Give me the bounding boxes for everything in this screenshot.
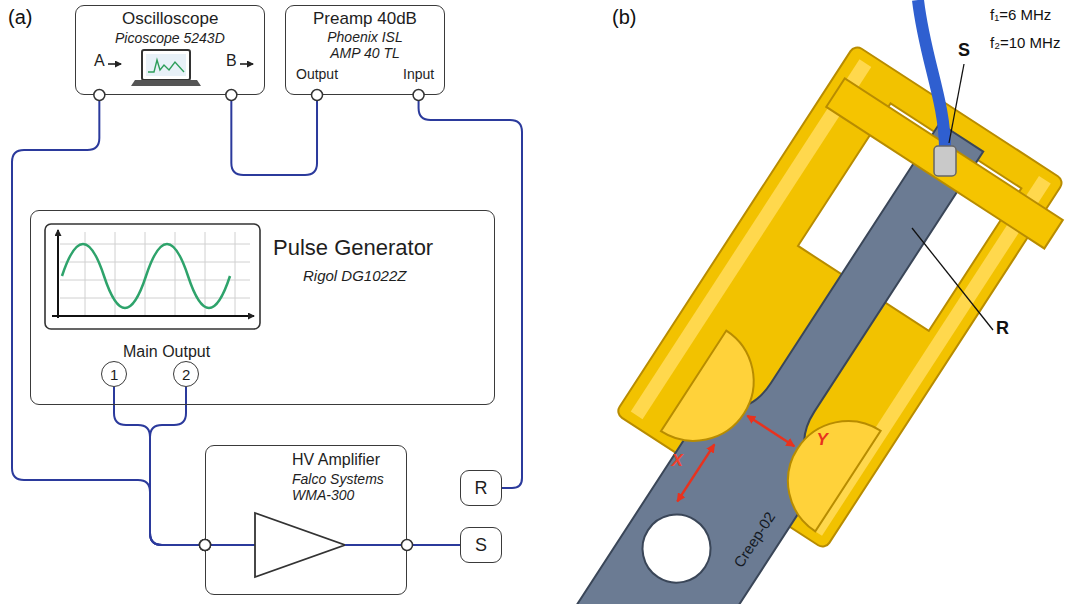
frequency-label: f₁=6 MHz xyxy=(990,6,1051,23)
box-title: HV Amplifier xyxy=(292,451,380,469)
frequency-label: f₂=10 MHz xyxy=(990,34,1060,51)
grid-line xyxy=(60,280,250,281)
clamp-piece xyxy=(765,398,881,531)
signal-wire xyxy=(419,95,522,488)
instrument-box: Preamp 40dBPhoenix ISL AMP 40 TL Output In… xyxy=(285,5,445,95)
laptop-base xyxy=(131,80,201,86)
box-text: B xyxy=(226,52,237,70)
dimension-arrow xyxy=(747,416,794,446)
transducer-label: S xyxy=(958,40,970,61)
sine-wave xyxy=(62,244,230,308)
panel-label: (b) xyxy=(612,6,636,29)
waveform-frame xyxy=(45,224,260,329)
laptop-display xyxy=(146,54,186,76)
output-port: 1 xyxy=(101,361,127,387)
grid-line xyxy=(235,232,236,316)
signal-arrow xyxy=(240,63,253,65)
leader-line xyxy=(912,228,993,330)
box-title: 1 xyxy=(110,366,118,383)
dimension-label: X xyxy=(672,451,683,471)
signal-wire xyxy=(150,387,205,545)
box-text: Main Output xyxy=(123,343,210,361)
transducer-cable xyxy=(918,0,945,150)
box-title: R xyxy=(475,478,488,499)
specimen-photo xyxy=(512,0,1081,604)
box-title: 2 xyxy=(182,366,190,383)
port-circle xyxy=(94,90,105,101)
leader-line xyxy=(949,64,964,143)
clamp-piece xyxy=(661,331,777,464)
output-port: 2 xyxy=(173,361,199,387)
grid-line xyxy=(205,232,206,316)
box-text: Picoscope 5243D xyxy=(115,30,225,46)
waveform-grid xyxy=(60,232,250,316)
signal-wire xyxy=(407,544,460,546)
transducer xyxy=(934,146,956,176)
instrument-box: Pulse GeneratorRigol DG1022Z Main Output 1… xyxy=(30,210,495,405)
dimension-label: Y xyxy=(817,430,828,450)
specimen xyxy=(572,100,1018,604)
box-text: Rigol DG1022Z xyxy=(303,267,406,284)
laptop-screen xyxy=(142,50,190,80)
holder-group xyxy=(512,44,1081,604)
grid-line xyxy=(115,232,116,316)
box-title: Preamp 40dB xyxy=(313,9,417,29)
box-title: Oscilloscope xyxy=(122,9,218,29)
signal-arrow xyxy=(108,63,121,65)
waveform-icon xyxy=(45,224,260,329)
grid-line xyxy=(175,232,176,316)
amplifier-symbol xyxy=(255,513,345,577)
signal-wire xyxy=(12,95,205,545)
signal-wire xyxy=(231,95,317,175)
instrument-box: OscilloscopePicoscope 5243D A B xyxy=(75,5,265,95)
box-title: S xyxy=(475,535,487,556)
box-text: Phoenix ISL AMP 40 TL xyxy=(317,29,413,61)
waveform-axis xyxy=(57,230,59,318)
instrument-box: HV AmplifierFalco Systems WMA-300 xyxy=(205,445,407,595)
laptop-trace xyxy=(148,60,184,72)
grid-line xyxy=(60,244,250,245)
laptop-icon xyxy=(131,50,201,86)
box-text: Output xyxy=(296,66,338,82)
transducer-box: S xyxy=(460,527,502,563)
internal-wire xyxy=(205,544,255,546)
dimension-arrow xyxy=(677,444,714,501)
port-circle xyxy=(402,540,413,551)
signal-wire xyxy=(114,387,205,545)
grid-line xyxy=(60,262,250,263)
transducer-label: R xyxy=(996,318,1009,339)
box-text: A xyxy=(94,52,105,70)
port-circle xyxy=(226,90,237,101)
port-circle xyxy=(312,90,323,101)
box-text: Input xyxy=(403,66,434,82)
waveform-axis xyxy=(52,315,254,317)
panel-label: (a) xyxy=(8,6,32,29)
transducer-box: R xyxy=(460,470,502,506)
specimen-hole xyxy=(629,502,723,596)
box-text: Falco Systems WMA-300 xyxy=(292,471,400,503)
box-title: Pulse Generator xyxy=(273,235,433,260)
internal-wire xyxy=(345,544,405,546)
port-circle xyxy=(413,90,424,101)
